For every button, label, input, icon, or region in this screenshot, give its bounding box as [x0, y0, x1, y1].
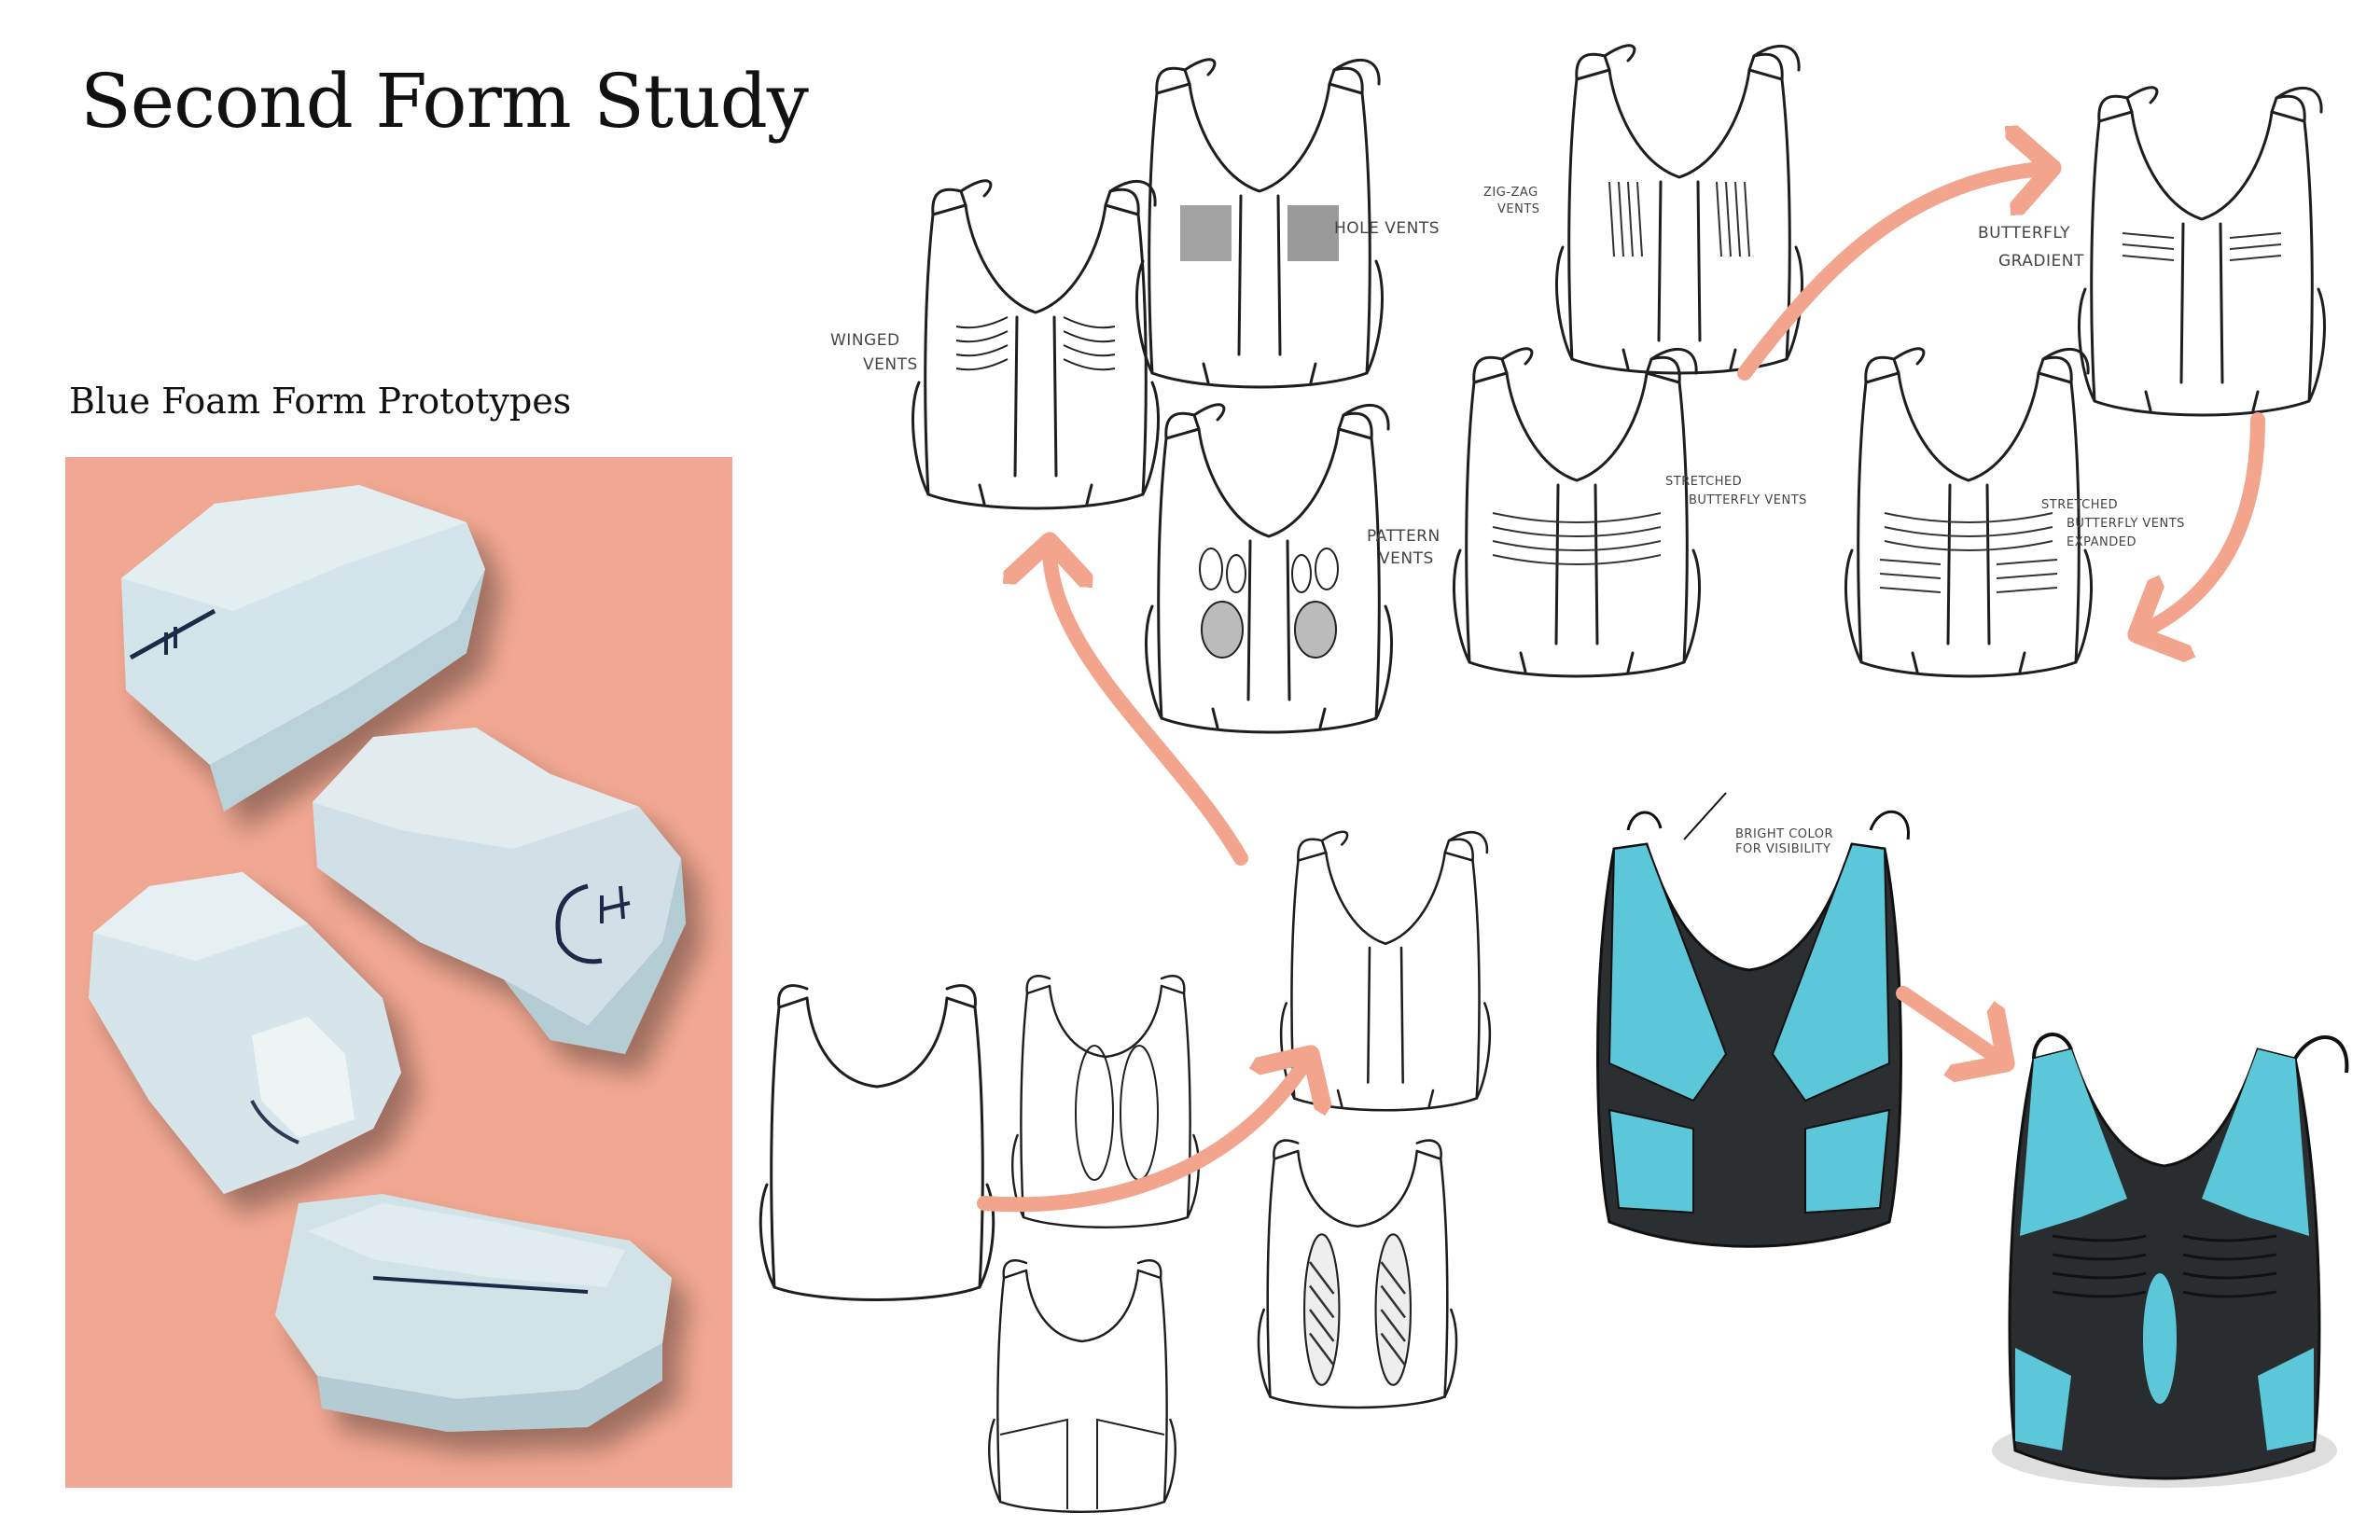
svg-text:STRETCHED: STRETCHED — [1665, 475, 1742, 489]
svg-text:VENTS: VENTS — [863, 355, 918, 374]
annotation-winged-vents: WINGED VENTS — [830, 331, 918, 374]
vest-sketch-icon — [759, 984, 995, 1301]
svg-text:HOLE VENTS: HOLE VENTS — [1334, 219, 1440, 238]
vest-sketch-icon — [1134, 58, 1385, 389]
arrow-icon — [977, 168, 2265, 1213]
svg-text:BRIGHT COLOR: BRIGHT COLOR — [1735, 827, 1833, 841]
vest-sketch-icon — [911, 179, 1161, 510]
svg-text:EXPANDED: EXPANDED — [2067, 535, 2136, 549]
vest-sketch-icon — [1844, 347, 2094, 678]
annotation-butterfly-gradient: BUTTERFLY GRADIENT — [1978, 224, 2084, 271]
vest-sketch-icon — [1279, 830, 1492, 1112]
annotation-pattern-vents: PATTERN VENTS — [1367, 527, 1441, 568]
svg-text:VENTS: VENTS — [1497, 202, 1540, 216]
svg-text:VENTS: VENTS — [1379, 549, 1434, 568]
svg-text:BUTTERFLY: BUTTERFLY — [1978, 224, 2070, 243]
svg-text:PATTERN: PATTERN — [1367, 527, 1441, 546]
vest-sketch-icon — [1452, 347, 1702, 678]
foam-prototype-photo — [65, 457, 732, 1488]
annotation-stretched-expanded: STRETCHED BUTTERFLY VENTS EXPANDED — [2041, 498, 2185, 549]
annotation-hole-vents: HOLE VENTS — [1334, 219, 1440, 238]
vest-sketch-icon — [1144, 403, 1394, 734]
foam-block-icon — [89, 872, 401, 1194]
vest-sketch-icon — [988, 1259, 1176, 1514]
foam-block-icon — [275, 1194, 672, 1432]
svg-text:GRADIENT: GRADIENT — [1998, 252, 2084, 271]
page-title: Second Form Study — [80, 58, 809, 145]
svg-text:FOR VISIBILITY: FOR VISIBILITY — [1735, 842, 1830, 856]
vest-sketch-icon — [1554, 44, 1804, 375]
annotation-zigzag-vents: ZIG-ZAG VENTS — [1483, 186, 1540, 216]
svg-text:ZIG-ZAG: ZIG-ZAG — [1483, 186, 1538, 200]
foam-blocks-illustration — [89, 485, 686, 1432]
annotation-bright-color: BRIGHT COLOR FOR VISIBILITY — [1735, 827, 1833, 856]
annotation-stretched-butterfly-vents: STRETCHED BUTTERFLY VENTS — [1665, 475, 1807, 507]
svg-text:BUTTERFLY VENTS: BUTTERFLY VENTS — [2067, 517, 2185, 531]
svg-text:STRETCHED: STRETCHED — [2041, 498, 2118, 512]
svg-text:WINGED: WINGED — [830, 331, 900, 350]
vest-render-final — [1992, 1033, 2349, 1488]
svg-text:BUTTERFLY VENTS: BUTTERFLY VENTS — [1689, 493, 1807, 507]
vest-sketch-icon — [2077, 86, 2327, 417]
vest-render-colored — [1596, 792, 1910, 1248]
foam-block-icon — [313, 728, 686, 1054]
foam-block-icon — [121, 485, 485, 812]
vest-sketch-icon — [1257, 1139, 1458, 1409]
photo-caption: Blue Foam Form Prototypes — [69, 381, 572, 422]
